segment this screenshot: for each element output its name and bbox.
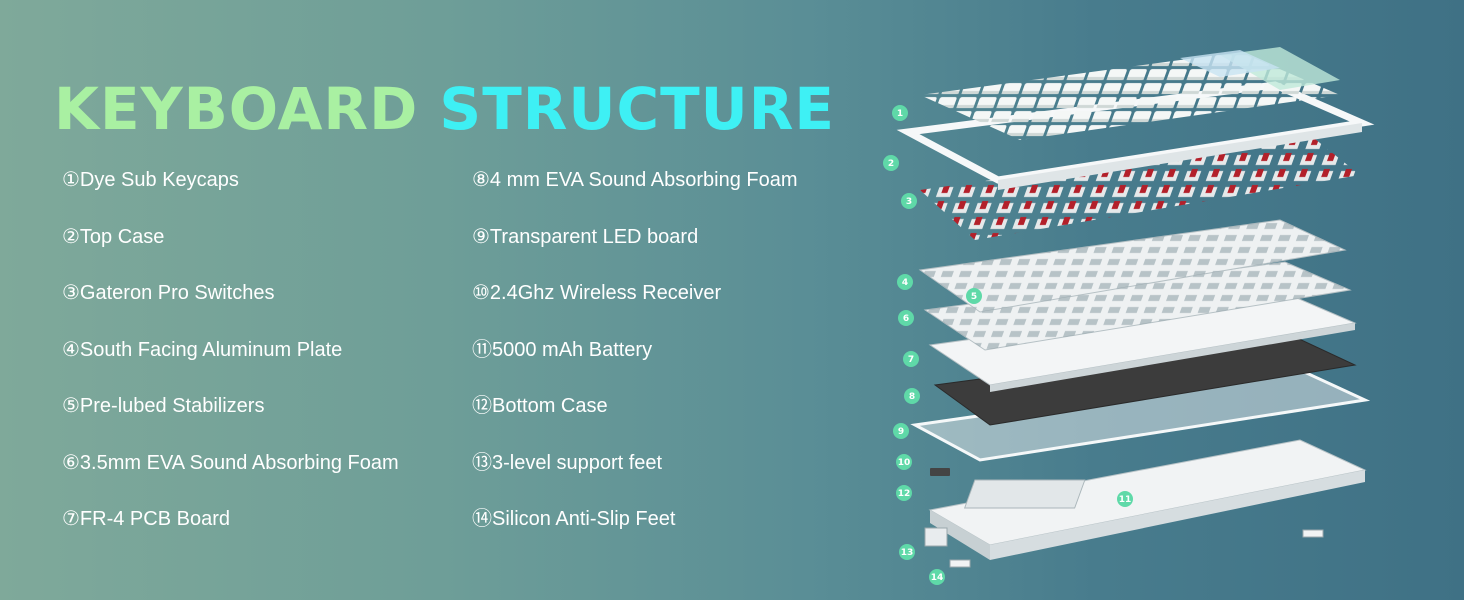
- component-item: ⑤Pre-lubed Stabilizers: [62, 395, 265, 417]
- anti-slip-foot: [1302, 529, 1324, 538]
- badge-10: 10: [896, 454, 912, 470]
- support-foot: [924, 527, 948, 547]
- badge-7: 7: [903, 351, 919, 367]
- badge-12: 12: [896, 485, 912, 501]
- component-item: ⑬3-level support feet: [472, 451, 663, 474]
- component-item: ⑫Bottom Case: [472, 395, 608, 417]
- svg-text:10: 10: [898, 458, 911, 468]
- component-item: ③Gateron Pro Switches: [62, 282, 275, 304]
- badge-1: 1: [892, 105, 908, 121]
- badge-9: 9: [893, 423, 909, 439]
- svg-text:13: 13: [901, 548, 914, 558]
- wireless-receiver: [930, 468, 950, 476]
- bottom-case-wall: [990, 470, 1365, 560]
- page-title: KEYBOARD STRUCTURE: [54, 80, 835, 138]
- component-item: ⑧4 mm EVA Sound Absorbing Foam: [472, 169, 798, 191]
- svg-text:1: 1: [897, 109, 903, 119]
- badge-5: 5: [966, 288, 982, 304]
- component-item: ⑪5000 mAh Battery: [472, 338, 653, 361]
- svg-text:3: 3: [906, 197, 912, 207]
- plate-cutouts: [920, 220, 1345, 312]
- svg-text:4: 4: [902, 278, 908, 288]
- component-item: ⑩2.4Ghz Wireless Receiver: [472, 282, 722, 304]
- component-item: ⑨Transparent LED board: [472, 225, 699, 248]
- badge-6: 6: [898, 310, 914, 326]
- badge-8: 8: [904, 388, 920, 404]
- badge-11: 11: [1117, 491, 1133, 507]
- svg-text:9: 9: [898, 427, 904, 437]
- component-item: ④South Facing Aluminum Plate: [62, 338, 343, 361]
- component-item: ⑭Silicon Anti-Slip Feet: [472, 508, 676, 530]
- bottom-case-wall-left: [930, 510, 990, 560]
- svg-text:14: 14: [931, 573, 944, 583]
- badge-2: 2: [883, 155, 899, 171]
- switches: [920, 135, 1360, 240]
- svg-text:5: 5: [971, 292, 977, 302]
- exploded-keyboard-illustration: 1 2 3 4 5 6 7 8 9 10 11 12 13 14: [883, 47, 1375, 585]
- svg-text:12: 12: [898, 489, 911, 499]
- pcb-board-edge: [990, 323, 1355, 392]
- title-keyboard: KEYBOARD: [54, 75, 419, 143]
- title-structure: STRUCTURE: [439, 75, 836, 143]
- component-list-left: ①Dye Sub Keycaps ②Top Case ③Gateron Pro …: [62, 166, 399, 562]
- component-item: ①Dye Sub Keycaps: [62, 169, 239, 191]
- component-item: ⑥3.5mm EVA Sound Absorbing Foam: [62, 451, 399, 474]
- component-list-right: ⑧4 mm EVA Sound Absorbing Foam ⑨Transpar…: [472, 166, 798, 562]
- badge-3: 3: [901, 193, 917, 209]
- badge-14: 14: [929, 569, 945, 585]
- badge-13: 13: [899, 544, 915, 560]
- component-item: ⑦FR-4 PCB Board: [62, 508, 230, 530]
- component-item: ②Top Case: [62, 225, 165, 248]
- svg-text:8: 8: [909, 392, 915, 402]
- top-case-side: [998, 123, 1362, 190]
- badge-4: 4: [897, 274, 913, 290]
- svg-text:7: 7: [908, 355, 914, 365]
- foam-cutouts: [925, 262, 1350, 350]
- keycaps-blue-accent: [1180, 50, 1280, 77]
- anti-slip-foot: [949, 559, 971, 568]
- svg-text:2: 2: [888, 159, 894, 169]
- svg-text:6: 6: [903, 314, 909, 324]
- battery: [963, 479, 1086, 509]
- svg-text:11: 11: [1119, 495, 1132, 505]
